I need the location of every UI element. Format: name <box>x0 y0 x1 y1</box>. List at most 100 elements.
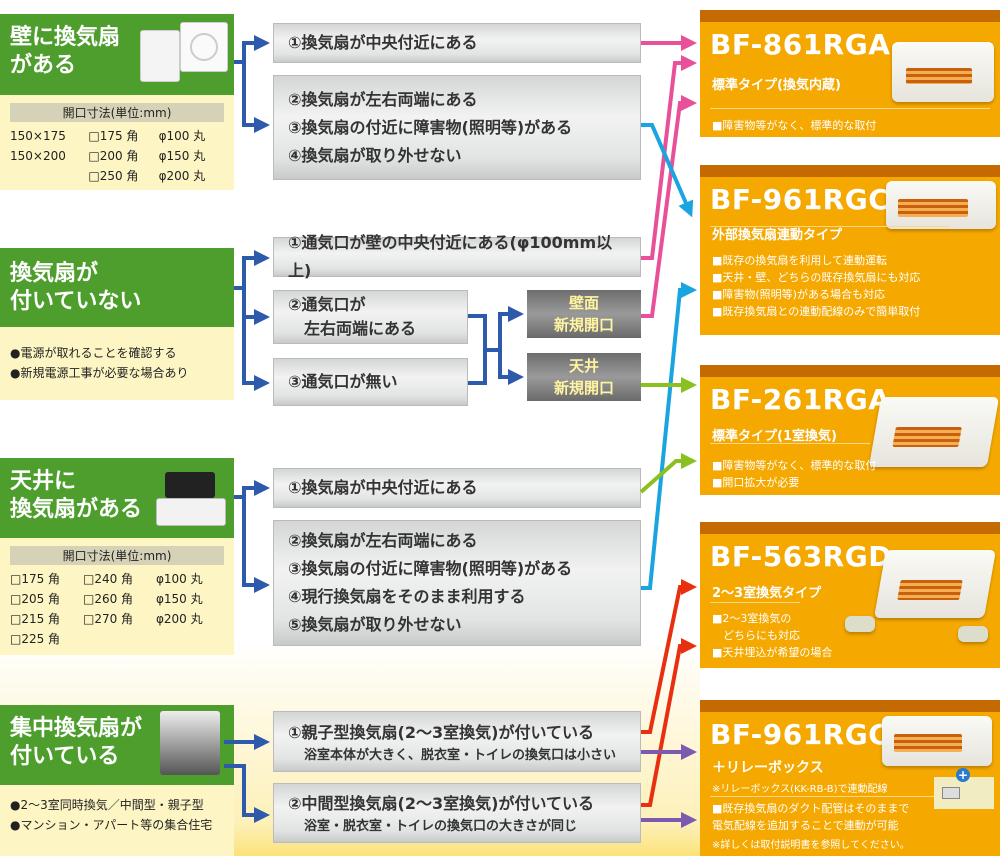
text-label: どちらにも対応 <box>712 629 800 642</box>
condition-parent-child-fan: ①親子型換気扇(2～3室換気)が付いている浴室本体が大きく、脱衣室・トイレの換気… <box>273 711 641 772</box>
text-label: φ150 丸 <box>155 592 203 606</box>
text-label: ※リレーボックス(KK-RB-B)で連動配線 <box>712 784 888 795</box>
product-bf-861rga[interactable]: BF-861RGA 標準タイプ(換気内蔵) ■障害物等がなく、標準的な取付 <box>700 10 1000 137</box>
text-label: ①通気口が壁の中央付近にある(φ100mm以上) <box>288 233 613 280</box>
wall-fan-image <box>140 30 180 82</box>
text-label: ②換気扇が左右両端にある <box>288 531 478 550</box>
text-label: φ200 丸 <box>155 612 203 626</box>
condition-ceiling-other: ②換気扇が左右両端にある ③換気扇の付近に障害物(照明等)がある ④現行換気扇をその… <box>273 520 641 646</box>
panel-title: 付いている <box>10 744 120 769</box>
wall-heater-image <box>882 716 992 766</box>
wall-heater-image <box>886 181 996 229</box>
condition-intermediate-fan: ②中間型換気扇(2～3室換気)が付いている浴室・脱衣室・トイレの換気口の大きさが… <box>273 783 641 843</box>
text-label: 浴室本体が大きく、脱衣室・トイレの換気口は小さい <box>304 747 617 763</box>
text-label: ②中間型換気扇(2～3室換気)が付いている <box>288 794 594 813</box>
bullet-text: ●2～3室同時換気／中間型・親子型 <box>10 798 204 812</box>
text-label: BF-961RGC <box>710 718 890 751</box>
text-label: 壁面 <box>568 294 599 312</box>
text-label: 新規開口 <box>553 316 614 334</box>
condition-ceiling-center: ①換気扇が中央付近にある <box>273 468 641 508</box>
text-label: ⑤換気扇が取り外せない <box>288 615 462 634</box>
text-label: 150×175 <box>10 129 66 143</box>
text-label: BF-961RGC <box>710 183 890 216</box>
text-label: 外部換気扇連動タイプ <box>712 228 843 243</box>
ceiling-fan-image <box>156 498 226 526</box>
bullet-text: ●電源が取れることを確認する <box>10 346 177 360</box>
product-bf-961rgc-relay[interactable]: BF-961RGC ＋リレーボックス ※リレーボックス(KK-RB-B)で連動配… <box>700 700 1000 856</box>
text-label: □215 角 <box>10 612 61 626</box>
text-label: 左右両端にある <box>288 319 417 338</box>
text-label: □200 角 <box>88 149 139 163</box>
green-arrows <box>639 377 697 494</box>
panel-title: 付いていない <box>10 289 142 314</box>
panel-title: 換気扇が <box>10 261 99 286</box>
cyan-arrows <box>641 123 697 590</box>
plus-icon: + <box>956 768 970 782</box>
text-label: □175 角 <box>88 129 139 143</box>
text-label: ■開口拡大が必要 <box>712 476 800 489</box>
text-label: 2～3室換気タイプ <box>712 586 822 601</box>
panel-title: 壁に換気扇 <box>10 25 121 50</box>
text-label: 浴室・脱衣室・トイレの換気口の大きさが同じ <box>304 819 578 834</box>
wall-new-opening: 壁面新規開口 <box>527 290 641 338</box>
ceiling-new-opening: 天井新規開口 <box>527 353 641 401</box>
text-label: □240 角 <box>82 572 134 586</box>
text-label: ■2～3室換気の <box>712 612 792 625</box>
panel-title: 換気扇がある <box>10 497 143 522</box>
text-label: □260 角 <box>82 592 134 606</box>
text-label: ③換気扇の付近に障害物(照明等)がある <box>288 559 573 578</box>
table-caption: 開口寸法(単位:mm) <box>10 546 224 565</box>
condition-wall-center: ①換気扇が中央付近にある <box>273 23 641 63</box>
panel-ceiling-fan: 天井に換気扇がある 開口寸法(単位:mm) □175 角 □240 角 φ100 丸… <box>0 458 234 655</box>
panel-central-fan: 集中換気扇が付いている ●2～3室同時換気／中間型・親子型 ●マンション・アパー… <box>0 705 234 856</box>
text-label: ■天井埋込が希望の場合 <box>712 646 833 659</box>
text-label: ■既存換気扇のダクト配管はそのままで <box>712 802 910 815</box>
panel-title: 天井に <box>10 469 77 494</box>
text-label: ■既存の換気扇を利用して連動運転 <box>712 254 888 267</box>
text-label: ■障害物等がなく、標準的な取付 <box>712 119 877 132</box>
text-label: ①親子型換気扇(2～3室換気)が付いている <box>288 722 594 742</box>
condition-no-vent: ③通気口が無い <box>273 358 468 406</box>
text-label: ■既存換気扇との連動配線のみで簡単取付 <box>712 305 921 318</box>
branch-connectors <box>224 35 524 823</box>
text-label: □250 角 <box>88 169 139 183</box>
condition-wall-other: ②換気扇が左右両端にある ③換気扇の付近に障害物(照明等)がある ④換気扇が取り外せ… <box>273 75 641 180</box>
text-label: φ100 丸 <box>158 129 206 143</box>
text-label: ③換気扇の付近に障害物(照明等)がある <box>288 117 573 137</box>
text-label: □175 角 <box>10 572 61 586</box>
relay-box-image <box>934 777 994 809</box>
text-label: ※詳しくは取付説明書を参照してください。 <box>712 840 910 851</box>
vent-grille-icon <box>958 626 988 642</box>
panel-title: 集中換気扇が <box>10 716 143 741</box>
bullet-text: ●新規電源工事が必要な場合あり <box>10 366 189 380</box>
text-label: ■障害物等がなく、標準的な取付 <box>712 459 877 472</box>
purple-arrows <box>641 744 697 828</box>
condition-vent-ends: ②通気口が 左右両端にある <box>273 290 468 344</box>
product-bf-563rgd[interactable]: BF-563RGD 2～3室換気タイプ ■2～3室換気の どちらにも対応 ■天井埋… <box>700 522 1000 668</box>
text-label: ■天井・壁、どちらの既存換気扇にも対応 <box>712 271 921 284</box>
text-label: ＋リレーボックス <box>712 760 824 776</box>
text-label: 標準タイプ(1室換気) <box>712 429 837 444</box>
bullet-text: ●マンション・アパート等の集合住宅 <box>10 818 213 832</box>
text-label: □270 角 <box>82 612 134 626</box>
central-fan-image <box>160 711 220 775</box>
text-label: φ150 丸 <box>158 149 206 163</box>
text-label: ④現行換気扇をそのまま利用する <box>288 587 526 606</box>
text-label: 新規開口 <box>553 379 614 397</box>
red-arrows <box>641 579 697 807</box>
text-label: φ100 丸 <box>155 572 203 586</box>
text-label: ①換気扇が中央付近にある <box>288 33 478 52</box>
text-label: ④換気扇が取り外せない <box>288 145 462 165</box>
text-label: ②換気扇が左右両端にある <box>288 89 478 109</box>
product-bf-261rga[interactable]: BF-261RGA 標準タイプ(1室換気) ■障害物等がなく、標準的な取付■開口… <box>700 365 1000 495</box>
text-label: ①換気扇が中央付近にある <box>288 478 478 497</box>
text-label: BF-563RGD <box>710 540 892 573</box>
text-label: 標準タイプ(換気内蔵) <box>712 78 841 93</box>
wall-fan-image <box>180 22 228 72</box>
wall-heater-image <box>892 42 994 102</box>
product-bf-961rgc[interactable]: BF-961RGC 外部換気扇連動タイプ ■既存の換気扇を利用して連動運転 ■天井… <box>700 165 1000 335</box>
text-label: ■障害物(照明等)がある場合も対応 <box>712 288 885 301</box>
vent-grille-icon <box>845 616 875 632</box>
